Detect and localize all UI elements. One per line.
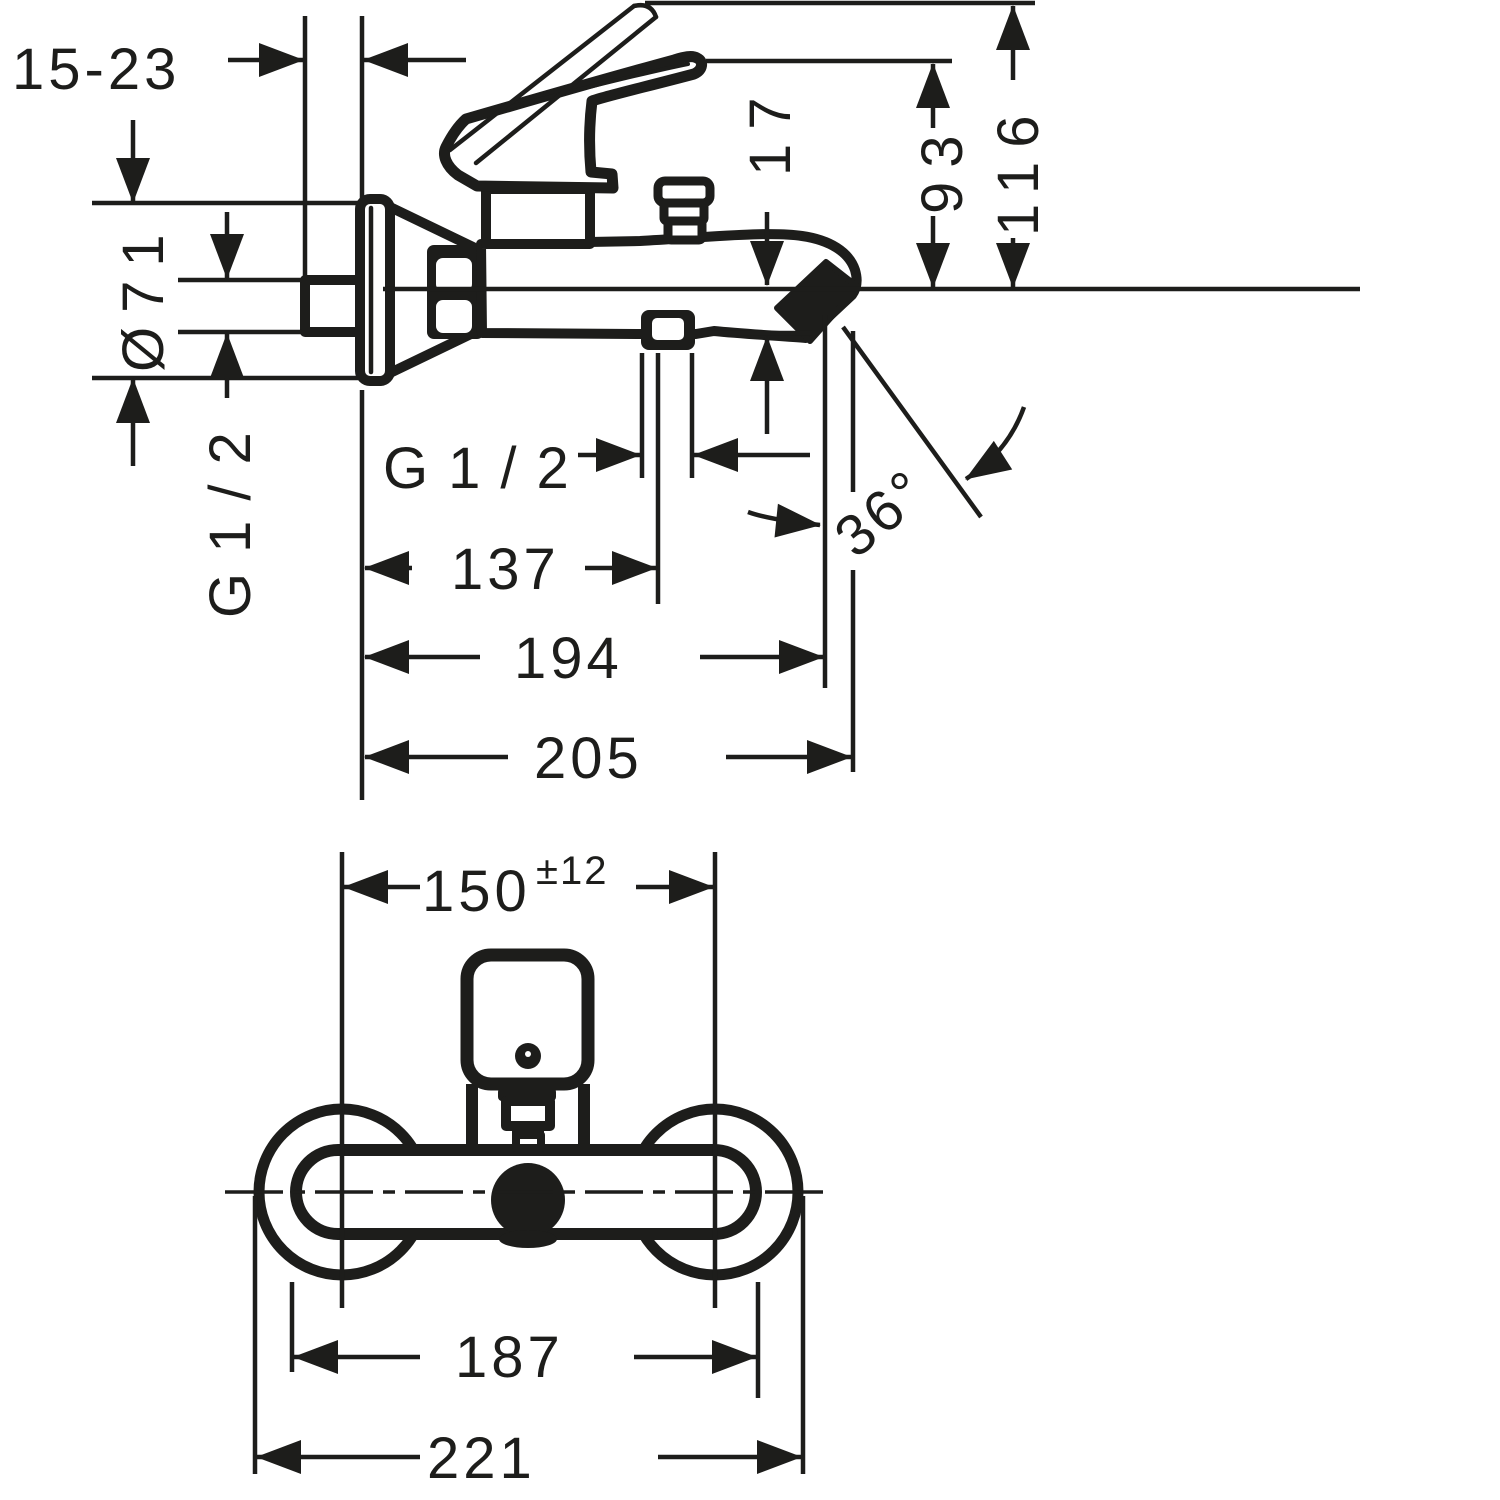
dim-label-spout-angle: 36°	[823, 456, 941, 570]
diverter-front-skirt	[499, 1230, 557, 1248]
shower-hose-outlet-opening	[652, 318, 684, 340]
union-nut-flat-top	[436, 258, 472, 291]
handle-raised-position-line-2	[473, 14, 659, 166]
dim-label-wall-thread: G1/2	[198, 412, 263, 618]
front-view-reference-lines	[252, 852, 806, 1474]
dim-label-wall-to-outlet: 137	[451, 537, 560, 602]
handle-raised-position-line-1	[447, 3, 637, 153]
dim-overall-height: 116	[986, 5, 1051, 288]
neck-step-front	[512, 1131, 545, 1152]
supply-pipe	[300, 275, 367, 337]
dim-wall-to-outlet: 137	[364, 537, 657, 602]
neck-step-band	[512, 1126, 544, 1135]
side-view: 15-23 Ø71 G1/2 17 93	[12, 0, 1360, 800]
dim-overall-width: 221	[256, 1426, 802, 1491]
dim-wall-to-spout: 194	[364, 626, 824, 691]
arrow-36-left	[747, 503, 821, 538]
dim-label-mounting-depth: 15-23	[12, 37, 180, 102]
dim-wall-thread: G1/2	[198, 212, 263, 618]
dim-label-overall-projection: 205	[534, 726, 643, 791]
arrow-36-right	[964, 406, 1027, 481]
spout-aerator-tip	[774, 259, 861, 344]
dim-overall-projection: 205	[364, 726, 852, 791]
cartridge-housing	[481, 184, 595, 249]
union-nut-flat-bottom	[436, 300, 472, 333]
dim-mounting-depth: 15-23	[12, 37, 466, 102]
dim-shower-outlet-thread: G1/2	[383, 436, 810, 501]
dim-label-body-width: 187	[455, 1325, 564, 1390]
angle-reference-line-36	[841, 325, 983, 519]
faucet-front-drawing	[225, 948, 830, 1281]
handle-indicator-dot-center	[525, 1051, 531, 1057]
dim-label-overall-height: 116	[986, 102, 1051, 236]
handle-raised-position-tip	[631, 2, 659, 20]
dim-label-connection-centers: 150	[422, 859, 531, 924]
handle-blade-rim-line	[500, 62, 690, 111]
dim-label-wall-to-spout: 194	[514, 626, 623, 691]
dim-connection-centers: 150 ±12	[343, 849, 714, 924]
dim-label-escutcheon-diameter: Ø71	[111, 220, 176, 372]
handle-lever	[439, 51, 707, 194]
dim-lever-tip-height: 93	[910, 63, 975, 288]
dim-label-lever-tip-height: 93	[910, 121, 975, 214]
cartridge-neck-front	[501, 1096, 555, 1131]
dim-label-shower-outlet-thread: G1/2	[383, 436, 589, 501]
diverter-front-knob	[491, 1163, 565, 1237]
diverter-knob-base	[663, 216, 707, 245]
dim-escutcheon-diameter: Ø71	[111, 120, 176, 466]
dim-label-outlet-drop: 17	[738, 83, 803, 176]
dim-body-width: 187	[293, 1325, 757, 1390]
dim-outlet-drop: 17	[738, 83, 803, 434]
dim-label-overall-width: 221	[427, 1426, 536, 1491]
handle-front	[460, 948, 595, 1091]
side-view-reference-lines	[92, 0, 1360, 800]
dim-label-centers-tolerance: ±12	[536, 849, 608, 893]
faucet-side-drawing	[300, 2, 862, 386]
front-view: 150 ±12 187 221	[225, 849, 830, 1491]
dim-spout-angle: 36°	[747, 406, 1027, 570]
